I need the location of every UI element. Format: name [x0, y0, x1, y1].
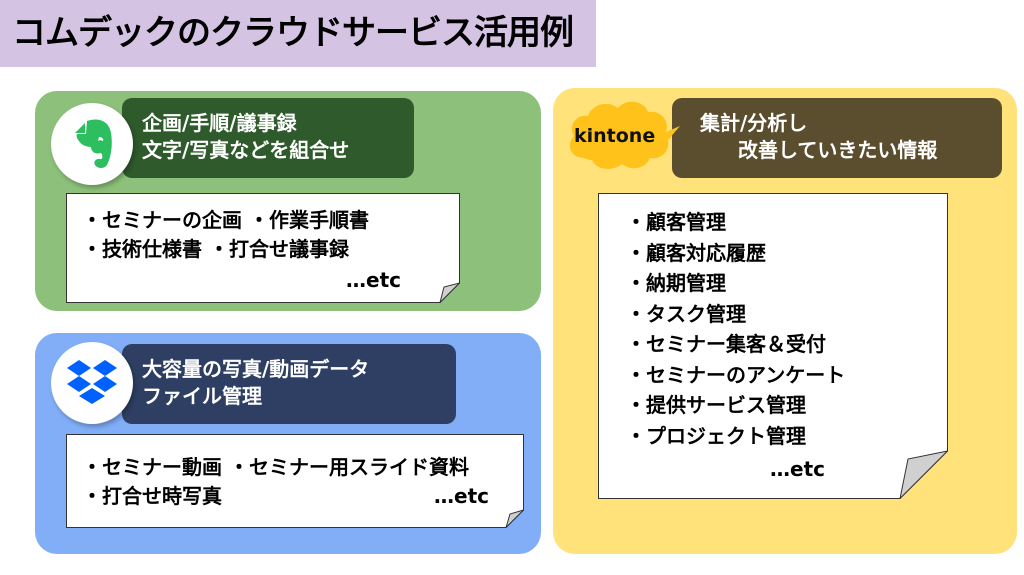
dropbox-box-icon: [67, 360, 117, 404]
dropbox-items-row2: ・打合せ時写真: [82, 484, 222, 508]
kintone-label: 集計/分析し 改善していきたい情報: [672, 98, 1002, 178]
kintone-label-line2: 改善していきたい情報: [738, 138, 938, 162]
evernote-note: ・セミナーの企画 ・作業手順書 ・技術仕様書 ・打合せ議事録 …etc: [66, 193, 460, 303]
dropbox-items-row1: ・セミナー動画 ・セミナー用スライド資料: [82, 455, 469, 479]
dropbox-icon-circle: [51, 342, 133, 424]
kintone-list-item: ・セミナーのアンケート: [626, 362, 846, 387]
evernote-label: 企画/手順/議事録 文字/写真などを組合せ: [122, 98, 414, 178]
kintone-list-item: ・プロジェクト管理: [626, 423, 806, 448]
kintone-cloud-logo-icon: [569, 101, 680, 169]
kintone-list-item: ・提供サービス管理: [626, 393, 806, 417]
evernote-elephant-icon: [75, 119, 112, 168]
page-title: コムデックのクラウドサービス活用例: [12, 13, 574, 53]
evernote-label-line2: 文字/写真などを組合せ: [142, 138, 350, 162]
kintone-etc: …etc: [770, 457, 825, 481]
dropbox-label: 大容量の写真/動画データ ファイル管理: [122, 344, 456, 424]
evernote-icon-circle: [51, 103, 133, 185]
evernote-items-row1: ・セミナーの企画 ・作業手順書: [82, 208, 369, 232]
dropbox-etc: …etc: [434, 484, 489, 508]
kintone-list-item: ・顧客対応履歴: [626, 240, 766, 265]
title-bar: コムデックのクラウドサービス活用例: [0, 0, 596, 67]
evernote-items-row2: ・技術仕様書 ・打合せ議事録: [82, 237, 349, 261]
dropbox-label-line1: 大容量の写真/動画データ: [142, 357, 370, 381]
kintone-list-item: ・納期管理: [626, 271, 726, 295]
kintone-label-line1: 集計/分析し: [700, 111, 808, 135]
kintone-list-item: ・セミナー集客＆受付: [626, 332, 826, 356]
dropbox-note: ・セミナー動画 ・セミナー用スライド資料 ・打合せ時写真 …etc: [66, 434, 524, 528]
kintone-logo-text: kintone: [574, 125, 656, 147]
dropbox-label-line2: ファイル管理: [142, 384, 262, 408]
kintone-list-item: ・顧客管理: [626, 210, 726, 234]
evernote-etc: …etc: [346, 268, 401, 292]
kintone-list-item: ・タスク管理: [626, 301, 746, 326]
kintone-note: ・顧客管理・顧客対応履歴・納期管理・タスク管理・セミナー集客＆受付・セミナーのア…: [598, 193, 948, 499]
evernote-label-line1: 企画/手順/議事録: [142, 111, 297, 135]
